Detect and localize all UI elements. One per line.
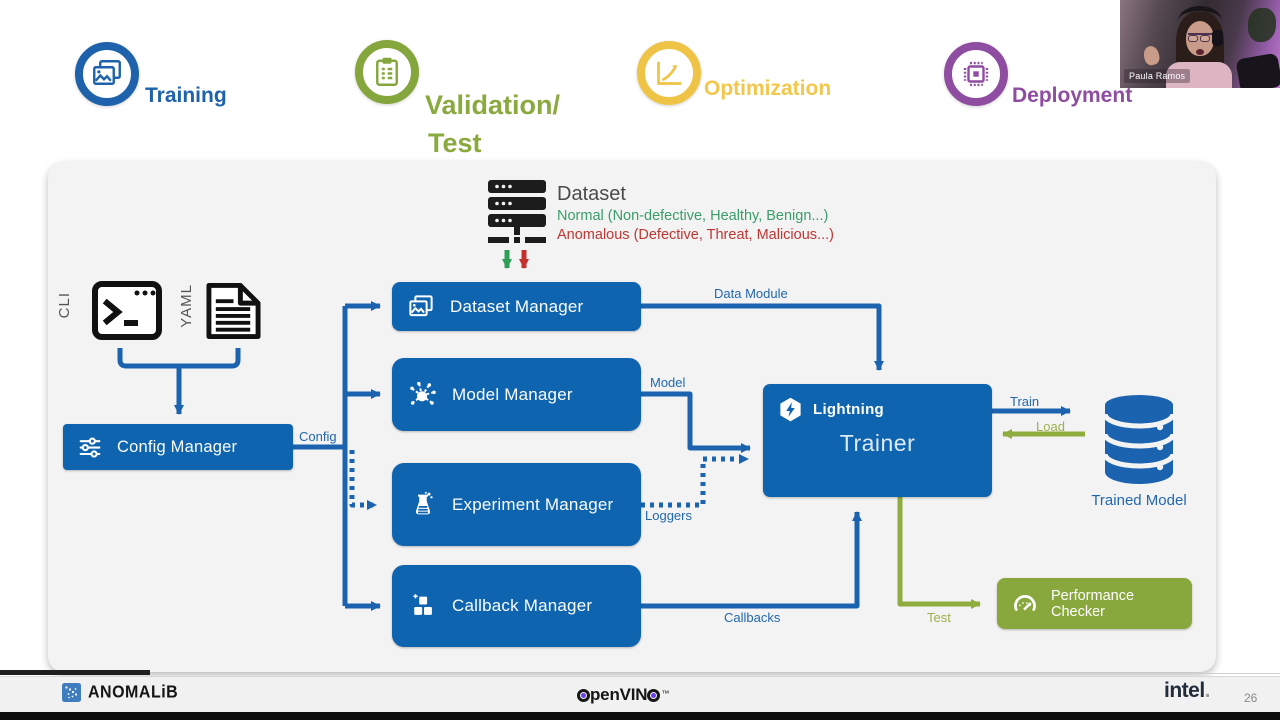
trained-model-label: Trained Model	[1091, 492, 1187, 509]
images-icon	[409, 294, 433, 316]
presenter-shirt	[1166, 62, 1232, 88]
experiment-manager-node: Experiment Manager	[392, 463, 641, 546]
model-manager-node: Model Manager	[392, 358, 641, 431]
yaml-label: YAML	[178, 284, 195, 328]
performance-checker-label: Performance Checker	[1051, 587, 1135, 620]
trainer-node: Lightning Trainer	[763, 384, 992, 497]
database-icon	[1103, 395, 1175, 484]
training-stage-icon	[75, 42, 139, 106]
growth-chart-icon	[657, 61, 681, 85]
headphone-earcup	[1212, 30, 1223, 46]
edge-label-train: Train	[1010, 394, 1040, 409]
slide-bottom-edge	[150, 673, 1280, 674]
callback-manager-node: Callback Manager	[392, 565, 641, 647]
model-manager-label: Model Manager	[452, 384, 573, 404]
bottom-black-strip	[0, 712, 1280, 720]
openvino-text-vin: VIN	[619, 685, 648, 704]
images-icon	[93, 60, 121, 85]
yaml-file-icon	[206, 282, 261, 340]
anomalib-logo-icon	[62, 683, 81, 702]
video-progress-bar[interactable]	[0, 670, 150, 675]
anomalib-logo-text: ANOMALiB	[88, 682, 179, 702]
webcam-overlay: Paula Ramos	[1120, 0, 1280, 88]
page-number: 26	[1244, 691, 1258, 705]
trainer-label: Trainer	[839, 430, 916, 456]
presenter-mouth	[1196, 49, 1204, 55]
cli-label: CLI	[56, 292, 73, 319]
dataset-normal-text: Normal (Non-defective, Healthy, Benign..…	[557, 208, 829, 224]
network-icon	[410, 381, 436, 405]
server-icon	[488, 180, 546, 243]
edge-label-load: Load	[1036, 419, 1065, 434]
chip-icon	[963, 61, 989, 87]
performance-checker-node: Performance Checker	[997, 578, 1192, 629]
openvino-text-pen: pen	[590, 685, 620, 704]
validation-stage-label: Validation/ Test	[425, 86, 560, 162]
plant-silhouette	[1248, 8, 1276, 42]
headphones-icon	[1178, 6, 1222, 36]
lightning-brand: Lightning	[777, 396, 884, 423]
edge-label-config: Config	[299, 429, 337, 444]
openvino-o-icon	[577, 688, 590, 702]
beaker-icon	[415, 491, 433, 514]
gauge-icon	[1014, 594, 1036, 611]
optimization-stage-label: Optimization	[704, 77, 832, 100]
terminal-icon	[92, 281, 162, 340]
presenter-name-badge: Paula Ramos	[1124, 69, 1191, 83]
validation-label-line1: Validation/	[425, 90, 561, 120]
blocks-icon	[413, 594, 432, 615]
presenter-hand	[1142, 44, 1161, 67]
dataset-anomalous-text: Anomalous (Defective, Threat, Malicious.…	[557, 227, 834, 243]
config-manager-label: Config Manager	[117, 437, 238, 456]
clipboard-icon	[376, 57, 398, 86]
edge-label-loggers: Loggers	[645, 508, 692, 523]
config-manager-node: Config Manager	[63, 424, 293, 470]
experiment-manager-label: Experiment Manager	[452, 494, 614, 514]
lightning-logo-icon	[780, 397, 801, 422]
microphone-silhouette	[1235, 52, 1280, 88]
optimization-stage-icon	[637, 41, 701, 105]
intel-logo-dot: .	[1204, 679, 1211, 702]
deployment-stage-icon	[944, 42, 1008, 106]
openvino-o-icon	[647, 688, 661, 702]
validation-stage-icon	[355, 40, 419, 104]
edge-label-test: Test	[927, 610, 951, 625]
edge-label-model: Model	[650, 375, 686, 390]
lightning-brand-label: Lightning	[813, 401, 885, 418]
openvino-trademark: ™	[661, 688, 670, 698]
dataset-manager-label: Dataset Manager	[450, 296, 584, 316]
validation-label-line2: Test	[428, 128, 482, 158]
sliders-icon	[79, 437, 101, 458]
training-stage-label: Training	[145, 84, 227, 107]
intel-logo-text: intel	[1164, 679, 1205, 702]
dataset-title: Dataset	[557, 183, 626, 205]
edge-label-data-module: Data Module	[714, 286, 788, 301]
callback-manager-label: Callback Manager	[452, 596, 593, 615]
intel-logo: intel.	[1164, 679, 1211, 703]
deployment-stage-label: Deployment	[1012, 84, 1133, 107]
dataset-manager-node: Dataset Manager	[392, 282, 641, 331]
edge-label-callbacks: Callbacks	[724, 610, 781, 625]
anomalib-logo: ANOMALiB	[62, 683, 178, 702]
